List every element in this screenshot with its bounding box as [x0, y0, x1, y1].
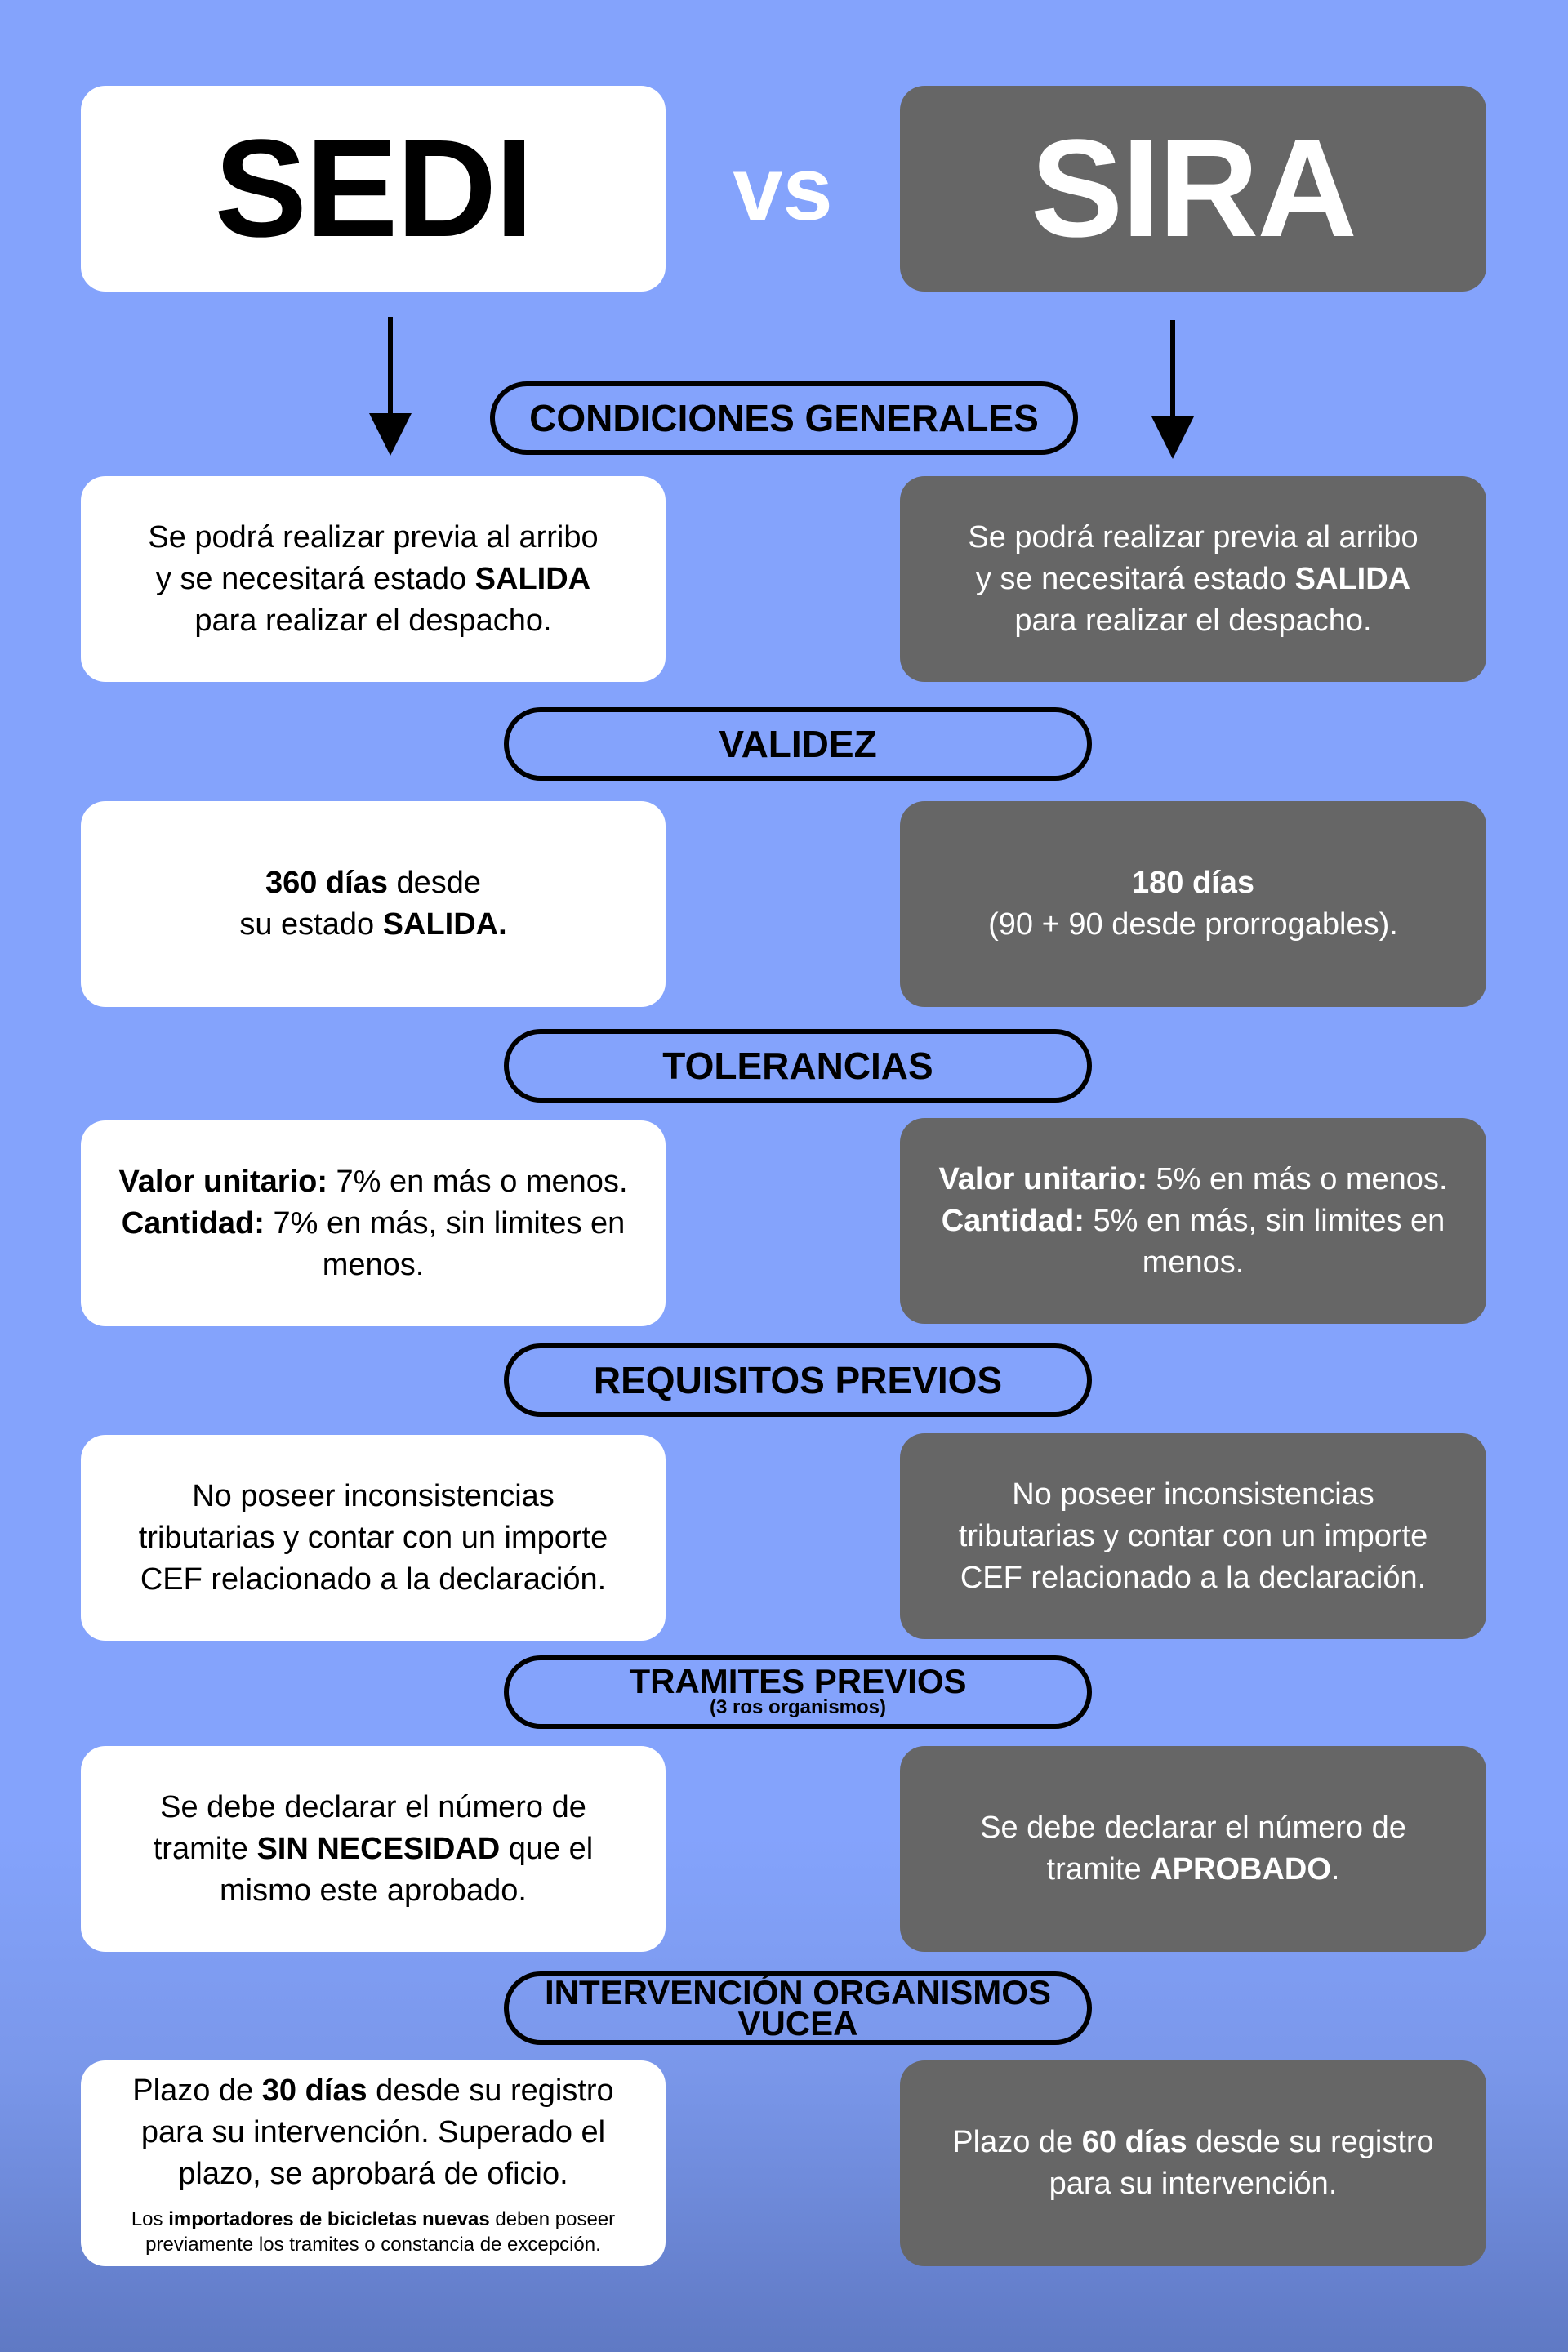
section-title: VALIDEZ: [719, 723, 877, 765]
arrow-down-icon: [369, 317, 412, 456]
card-text: 180 días: [1132, 866, 1254, 900]
card-text: Se debe declarar el número de: [160, 1789, 586, 1824]
card-text: (90 + 90 desde prorrogables).: [988, 907, 1398, 942]
card-text: CEF relacionado a la declaración.: [140, 1561, 607, 1597]
section-title: VUCEA: [737, 2004, 858, 2042]
card-text: Cantidad: 7% en más, sin limites en: [121, 1205, 626, 1241]
sira-title-box: SIRA: [900, 86, 1486, 292]
card-text: para su intervención.: [1049, 2167, 1338, 2201]
card-text: Se podrá realizar previa al arribo: [968, 519, 1419, 555]
card-text: mismo este aprobado.: [220, 1873, 527, 1908]
section-tramites-previos: TRAMITES PREVIOS (3 ros organismos): [504, 1655, 1092, 1729]
card-text: Se debe declarar el número de: [980, 1811, 1406, 1845]
vs-label: vs: [733, 138, 833, 239]
sira-validez-card: 180 días (90 + 90 desde prorrogables).: [900, 801, 1486, 1007]
section-title: TOLERANCIAS: [662, 1045, 933, 1087]
card-text: Plazo de 30 días desde su registro: [132, 2073, 614, 2108]
sira-tolerancias-card: Valor unitario: 5% en más o menos. Canti…: [900, 1118, 1486, 1324]
section-title: TRAMITES PREVIOS: [629, 1662, 967, 1700]
sedi-requisitos-card: No poseer inconsistencias tributarias y …: [81, 1435, 666, 1641]
section-title: CONDICIONES GENERALES: [529, 397, 1039, 439]
card-text: menos.: [1142, 1245, 1245, 1280]
card-text: tributarias y contar con un importe: [138, 1520, 608, 1555]
card-text: plazo, se aprobará de oficio.: [178, 2156, 568, 2191]
card-text: 360 días desde: [265, 866, 482, 900]
card-text: y se necesitará estado SALIDA: [975, 561, 1411, 596]
section-intervencion-organismos: INTERVENCIÓN ORGANISMOS VUCEA: [504, 1971, 1092, 2045]
section-validez: VALIDEZ: [504, 707, 1092, 781]
sira-title: SIRA: [1030, 111, 1357, 266]
card-text: para realizar el despacho.: [194, 603, 552, 638]
card-text: CEF relacionado a la declaración.: [960, 1560, 1427, 1595]
sedi-intervencion-card: Plazo de 30 días desde su registro para …: [81, 2060, 666, 2266]
card-text: tramite APROBADO.: [1046, 1852, 1340, 1886]
card-text: menos.: [322, 1247, 425, 1282]
card-text: tramite SIN NECESIDAD que el: [153, 1831, 594, 1866]
sira-condiciones-card: Se podrá realizar previa al arribo y se …: [900, 476, 1486, 682]
card-text: No poseer inconsistencias: [1012, 1477, 1374, 1512]
card-text: y se necesitará estado SALIDA: [155, 561, 591, 596]
card-text: tributarias y contar con un importe: [958, 1518, 1428, 1553]
card-text: Valor unitario: 5% en más o menos.: [938, 1161, 1448, 1196]
card-text: Se podrá realizar previa al arribo: [148, 519, 599, 555]
section-tolerancias: TOLERANCIAS: [504, 1029, 1092, 1102]
sedi-title-box: SEDI: [81, 86, 666, 292]
sedi-validez-card: 360 días desde su estado SALIDA.: [81, 801, 666, 1007]
section-subtitle: (3 ros organismos): [709, 1696, 887, 1718]
card-text: Cantidad: 5% en más, sin limites en: [941, 1203, 1446, 1238]
section-condiciones-generales: CONDICIONES GENERALES: [490, 381, 1078, 455]
card-note: Los importadores de bicicletas nuevas de…: [131, 2207, 616, 2256]
card-text: Plazo de 60 días desde su registro: [952, 2125, 1434, 2159]
card-text: No poseer inconsistencias: [192, 1478, 555, 1513]
sedi-condiciones-card: Se podrá realizar previa al arribo y se …: [81, 476, 666, 682]
sedi-tolerancias-card: Valor unitario: 7% en más o menos. Canti…: [81, 1120, 666, 1326]
section-title: INTERVENCIÓN ORGANISMOS: [545, 1973, 1051, 2011]
sedi-title: SEDI: [214, 111, 534, 266]
card-text: para realizar el despacho.: [1014, 603, 1372, 638]
card-text: para su intervención. Superado el: [140, 2114, 606, 2149]
sira-intervencion-card: Plazo de 60 días desde su registro para …: [900, 2060, 1486, 2266]
sira-tramites-card: Se debe declarar el número de tramite AP…: [900, 1746, 1486, 1952]
sedi-tramites-card: Se debe declarar el número de tramite SI…: [81, 1746, 666, 1952]
sira-requisitos-card: No poseer inconsistencias tributarias y …: [900, 1433, 1486, 1639]
section-title: REQUISITOS PREVIOS: [593, 1359, 1003, 1401]
card-text: su estado SALIDA.: [239, 907, 507, 942]
arrow-down-icon: [1152, 320, 1194, 459]
card-text: Valor unitario: 7% en más o menos.: [118, 1164, 628, 1199]
section-requisitos-previos: REQUISITOS PREVIOS: [504, 1343, 1092, 1417]
